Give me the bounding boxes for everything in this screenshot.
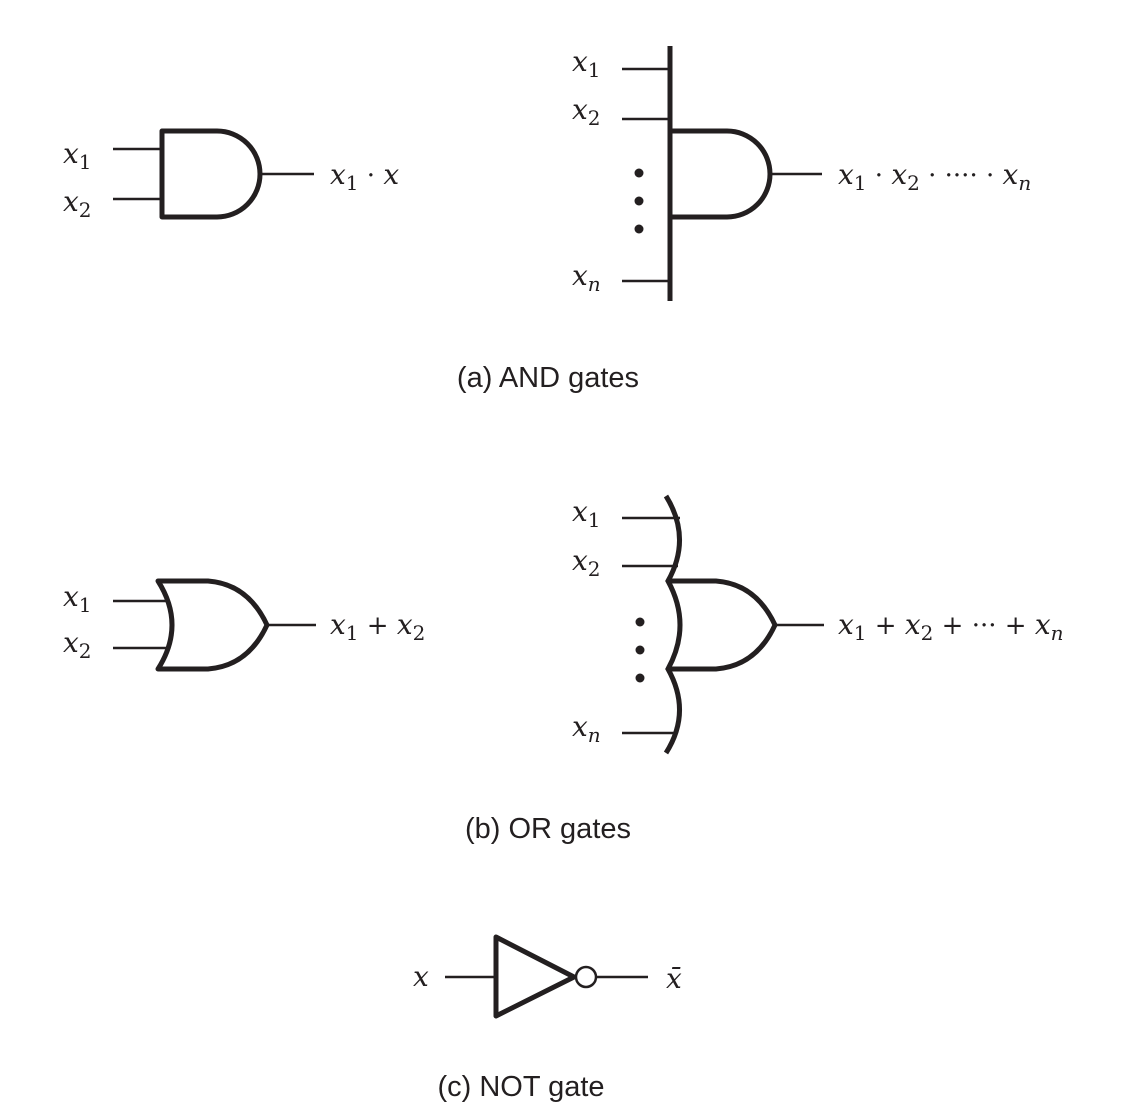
or-gate-2-input: x1 x2 x1 + x2 <box>63 578 425 672</box>
or2-output-label: x1 + x2 <box>330 608 425 645</box>
caption-and-gates: (a) AND gates <box>457 362 639 394</box>
orn-input-curve <box>663 494 683 755</box>
or-gate-n-input: x1 x2 xn x1 + x2 + ··· + xn <box>572 494 1064 755</box>
and-gate-n-input: x1 x2 xn x1 · x2 · ···· · xn <box>572 45 1031 301</box>
andn-ellipsis-dot <box>634 196 644 206</box>
andn-input-label-n: xn <box>572 259 601 296</box>
or2-input-label-2: x2 <box>63 626 92 663</box>
and2-input-label-1: x1 <box>63 137 92 174</box>
or2-input-label-1: x1 <box>63 580 92 617</box>
orn-gate-body <box>668 578 778 672</box>
andn-input-label-2: x2 <box>572 93 601 130</box>
caption-not-gate: (c) NOT gate <box>437 1071 604 1103</box>
orn-input-label-1: x1 <box>572 495 601 532</box>
orn-input-label-2: x2 <box>572 544 601 581</box>
not-gate-triangle <box>493 934 577 1019</box>
orn-ellipsis-dot <box>635 617 645 627</box>
and-gate-2-input: x1 x2 x1 · x <box>63 128 399 222</box>
not-gate: x x̄ <box>413 934 682 1019</box>
andn-gate-body <box>670 128 773 220</box>
or2-gate-body <box>155 578 270 672</box>
and2-gate-body <box>159 128 263 220</box>
orn-output-label: x1 + x2 + ··· + xn <box>838 608 1064 645</box>
andn-input-label-1: x1 <box>572 45 601 82</box>
andn-output-label: x1 · x2 · ···· · xn <box>838 158 1031 195</box>
and2-output-label: x1 · x <box>330 158 399 195</box>
andn-ellipsis-dot <box>634 224 644 234</box>
and2-input-label-2: x2 <box>63 185 92 222</box>
orn-ellipsis-dot <box>635 645 645 655</box>
orn-ellipsis-dot <box>635 673 645 683</box>
orn-input-label-n: xn <box>572 710 601 747</box>
not-input-label: x <box>413 960 429 993</box>
andn-ellipsis-dot <box>634 168 644 178</box>
not-gate-bubble <box>574 965 598 989</box>
caption-or-gates: (b) OR gates <box>465 813 631 845</box>
not-output-label: x̄ <box>666 962 682 995</box>
